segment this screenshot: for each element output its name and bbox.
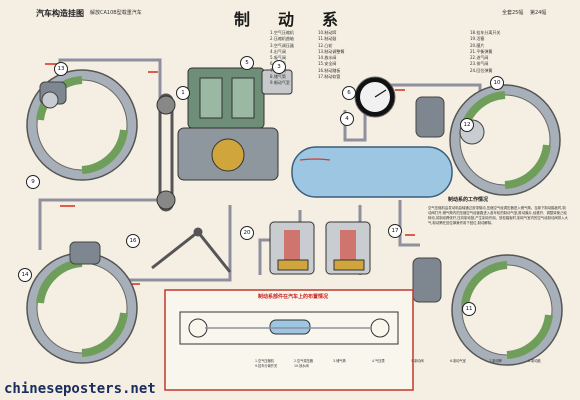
legend-item: 15.安全阀 [318,61,337,67]
inset-label: 3.储气筒 [333,359,346,363]
legend-item: 20.膜片 [470,42,485,48]
callout-4: 4 [340,112,354,126]
callout-3: 3 [272,60,286,74]
legend-item: 5.吸气阀 [270,55,286,61]
legend-item: 1.空气压缩机 [270,30,294,35]
callout-12: 12 [460,118,474,132]
callout-14: 14 [18,268,32,282]
brake-valve-left [269,221,315,275]
legend-item: 11.制动鼓 [318,36,337,42]
legend-item: 10.制动蹄 [318,30,337,35]
legend-item: 4.出气阀 [270,48,286,54]
inset-label: 1.空气压缩机 [255,359,274,363]
callout-10: 10 [490,76,504,90]
front-left-brake [26,69,138,181]
legend-item: 3.空气调压器 [270,42,294,48]
working-principle-text: 空气压缩机由发动机曲轴通过皮带驱动,压缩空气经调压器进入储气筒。当踩下制动踏板时… [428,206,568,225]
callout-20: 20 [240,226,254,240]
callout-9: 9 [26,175,40,189]
legend-item: 24.回位弹簧 [470,67,493,73]
legend-item: 22.进气阀 [470,55,489,61]
inset-title: 制动系部件在汽车上的布置情况 [258,294,329,300]
sheet-number: 第24幅 [530,10,547,16]
chassis-inset [164,289,414,391]
inset-legend: 1.空气压缩机 2.空气调压器 3.储气筒 4.气压表 5.制动阀 6.制动气室… [255,358,580,368]
rear-right-brake [412,254,563,366]
legend-item: 8.储气筒 [270,74,286,80]
series-brand: 汽车构造挂图 [36,9,84,18]
callout-16: 16 [126,234,140,248]
legend-item: 21.平衡弹簧 [470,48,493,54]
callout-5: 5 [240,56,254,70]
legend-item: 16.制动踏板 [318,67,341,73]
callout-1: 1 [176,86,190,100]
inset-label: 2.空气调压器 [294,359,313,363]
watermark: chineseposters.net [4,381,156,397]
rear-left-brake [26,241,138,364]
inset-label: 6.制动气室 [450,359,466,363]
vehicle-model: 解放CA10B型载重汽车 [90,10,142,16]
drive-belt [156,93,176,212]
callout-17: 17 [388,224,402,238]
legend-item: 18.挂车分离开关 [470,30,501,35]
inset-label: 4.气压表 [372,359,385,363]
legend-item: 12.凸轮 [318,42,333,48]
air-reservoir [291,146,453,198]
legend-col-3: 18.挂车分离开关 19.活塞 20.膜片 21.平衡弹簧 22.进气阀 23.… [470,30,500,74]
callout-11: 11 [462,302,476,316]
legend-item: 2.压缩机曲轴 [270,36,294,42]
legend-item: 13.制动调整臂 [318,48,345,54]
brake-valve-right [325,221,371,275]
legend-item: 17.制动软管 [318,74,341,80]
inset-label: 7.制动蹄 [489,359,502,363]
callout-13: 13 [54,62,68,76]
legend-item: 23.排气阀 [470,61,489,67]
legend-item: 14.放水阀 [318,55,337,61]
legend-col-2: 10.制动蹄 11.制动鼓 12.凸轮 13.制动调整臂 14.放水阀 15.安… [318,30,344,80]
brake-pedal-linkage [151,227,232,273]
inset-label: 9.挂车分离开关 [255,364,278,368]
air-compressor [177,67,293,181]
legend-col-1: 1.空气压缩机 2.压缩机曲轴 3.空气调压器 4.出气阀 5.吸气阀 6.气压… [270,30,294,87]
legend-item: 9.制动气室 [270,80,290,86]
page-title: 制动系 [233,10,366,29]
callout-6: 6 [342,86,356,100]
inset-label: 8.制动鼓 [528,359,541,363]
working-principle-title: 制动系的工作情况 [448,197,489,203]
inset-label: 10.放水阀 [294,364,309,368]
header: 汽车构造挂图 解放CA10B型载重汽车 制动系 全套25幅 第24幅 [0,0,580,29]
set-count: 全套25幅 [502,10,524,16]
inset-label: 5.制动阀 [411,359,424,363]
front-right-brake [415,84,561,196]
legend-item: 19.活塞 [470,36,485,42]
pressure-gauge [354,76,396,118]
